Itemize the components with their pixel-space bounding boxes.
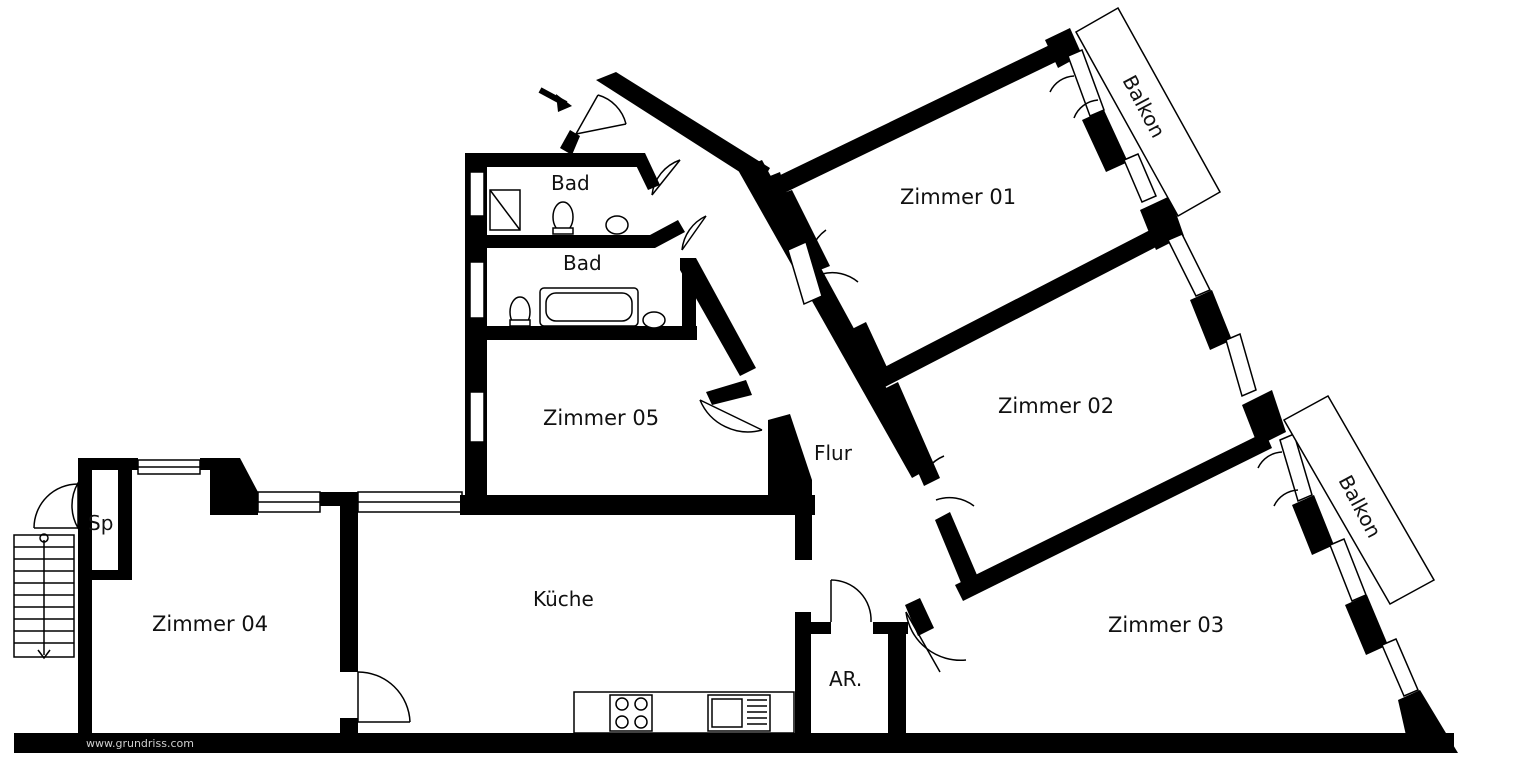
label-sp: Sp (88, 511, 113, 535)
balkon-bottom-door[interactable] (1257, 451, 1283, 469)
label-kueche: Küche (533, 587, 594, 611)
label-zimmer-03: Zimmer 03 (1108, 613, 1224, 637)
bad-top-door[interactable] (651, 159, 681, 196)
label-ar: AR. (829, 667, 862, 691)
sp-door[interactable] (71, 480, 79, 531)
label-zimmer-01: Zimmer 01 (900, 185, 1016, 209)
zimmer-02-door[interactable] (927, 455, 945, 469)
zimmer-04-door[interactable] (357, 671, 411, 723)
zimmer-01-door[interactable] (811, 229, 827, 249)
right-wing-walls (770, 28, 1458, 753)
balkon-bottom (1282, 394, 1436, 606)
bad-bottom-fixtures (509, 287, 666, 329)
entrance-arrow-icon (538, 87, 572, 112)
flur-walls (738, 160, 930, 478)
balkon-top (1074, 6, 1222, 218)
bad-top-fixtures (489, 189, 629, 235)
watermark: www.grundriss.com (86, 737, 194, 750)
balkon-top-door[interactable] (1049, 75, 1075, 93)
kueche-walls (357, 414, 908, 737)
bottom-wall (14, 733, 1454, 753)
zimmer-04-walls (78, 458, 358, 738)
ar-door[interactable] (830, 579, 872, 623)
entrance (560, 72, 770, 185)
label-flur: Flur (814, 441, 853, 465)
kitchen-counter (573, 691, 795, 734)
label-zimmer-04: Zimmer 04 (152, 612, 268, 636)
zimmer-05-walls (465, 153, 756, 495)
label-bad-top: Bad (551, 171, 590, 195)
bad-bottom-door[interactable] (681, 215, 707, 251)
label-zimmer-05: Zimmer 05 (543, 406, 659, 430)
label-bad-bottom: Bad (563, 251, 602, 275)
staircase (13, 533, 75, 660)
label-zimmer-02: Zimmer 02 (998, 394, 1114, 418)
zimmer-05-door[interactable] (699, 399, 763, 433)
